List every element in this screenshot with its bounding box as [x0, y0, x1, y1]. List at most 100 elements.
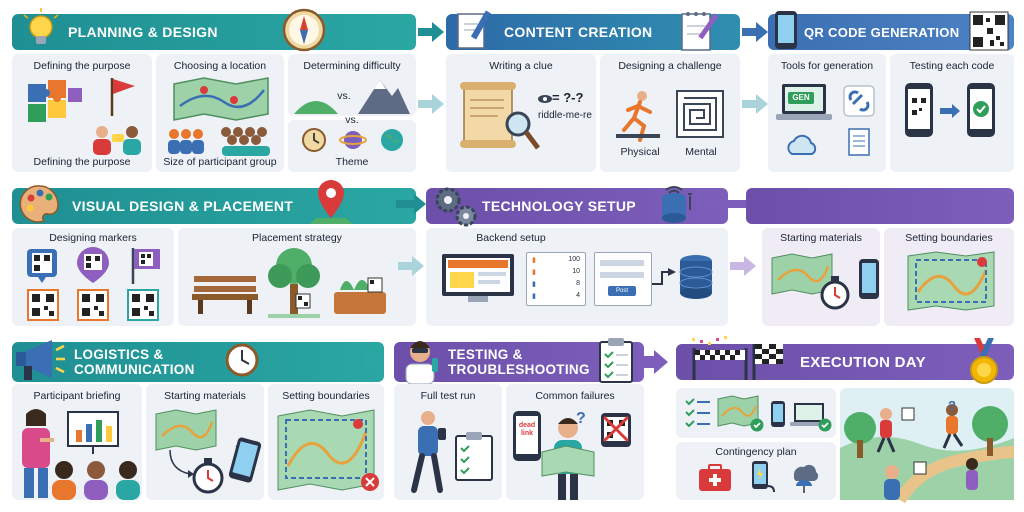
eye-icon [538, 95, 552, 103]
participant-group-icon [168, 127, 270, 156]
logistics-section: LOGISTICS & COMMUNICATION Participant br… [12, 338, 384, 500]
maze-icon [676, 90, 724, 138]
close-icon [361, 473, 379, 491]
compass-icon [282, 8, 326, 52]
starting-materials-label-2: Starting materials [780, 232, 862, 244]
execution-day-section: EXECUTION DAY Contingency plan ? [676, 336, 1015, 504]
form-field-1[interactable] [600, 260, 644, 266]
logistics-title-line2: COMMUNICATION [74, 362, 195, 377]
flag-icon [110, 78, 135, 116]
medal-icon [970, 338, 998, 384]
logistics-title-line1: LOGISTICS & [74, 347, 164, 362]
backend-setup-label: Backend setup [476, 232, 546, 244]
choosing-location-label: Choosing a location [173, 60, 267, 72]
tree-icon [268, 248, 320, 318]
broken-qr-icon [601, 413, 631, 447]
link-icon [843, 85, 875, 117]
phone-check-icon [967, 83, 995, 137]
notepad-icon [681, 12, 719, 51]
flow-arrow-icon [652, 268, 676, 285]
clipboard-check-icon [455, 432, 493, 481]
stats-row-2: ▮10 [532, 268, 580, 276]
rain-umbrella-icon [793, 464, 819, 493]
content-creation-section: CONTENT CREATION Writing a clue = ?-? ri… [446, 10, 740, 172]
stats-value-3: 8 [576, 280, 580, 287]
planet-icon [339, 131, 367, 149]
setting-boundaries-label: Setting boundaries [282, 390, 370, 402]
setting-boundaries-label-2: Setting boundaries [905, 232, 993, 244]
participant-group-label: Size of participant group [163, 156, 277, 168]
marker-pin-qr-1 [27, 249, 57, 283]
planning-design-section: PLANNING & DESIGN Defining the purpose D… [12, 8, 416, 172]
cloud-icon [787, 134, 817, 155]
marker-flag-qr [131, 248, 160, 284]
arrow-tech-back [704, 194, 748, 214]
arrow-visual-to-tech [396, 194, 426, 214]
mountain-icon [358, 80, 410, 114]
placement-strategy-label: Placement strategy [252, 232, 342, 244]
arrow-tech-to-start [730, 256, 756, 276]
starting-boundaries-section: Starting materials Setting boundaries [746, 182, 1014, 326]
qr-tag-2 [77, 289, 109, 321]
determining-difficulty-label: Determining difficulty [303, 60, 401, 72]
theme-label: Theme [335, 156, 369, 168]
map-icon-2 [155, 409, 217, 451]
bench-icon [192, 276, 258, 314]
stats-row-1: ▮100 [532, 256, 580, 264]
briefing-label: Participant briefing [33, 390, 121, 402]
qr-tools-label: Tools for generation [780, 60, 874, 72]
stopwatch-icon-2 [192, 458, 224, 494]
execution-checklist-icon [685, 398, 710, 428]
dead-link-phone-icon [513, 411, 541, 461]
checklist-icon [599, 338, 633, 383]
qr-on-tree-icon [295, 293, 311, 309]
puzzle-icon [28, 80, 82, 122]
marker-pin-qr-2 [77, 247, 109, 283]
physical-label: Physical [620, 146, 660, 158]
stats-value-2: 10 [572, 268, 580, 275]
question-mark-1: ? [576, 410, 586, 427]
phone-scan-icon [905, 83, 933, 137]
qr-tag-1 [27, 289, 59, 321]
megaphone-icon [16, 340, 65, 380]
execution-day-header: EXECUTION DAY [676, 344, 1014, 380]
phone-icon [775, 11, 797, 49]
stats-value-4: 4 [576, 292, 580, 299]
form-field-2[interactable] [600, 272, 644, 278]
visual-design-title: VISUAL DESIGN & PLACEMENT [72, 198, 294, 214]
walking-person-icon [411, 411, 446, 493]
riddle-symbols: = ?-? [552, 90, 584, 105]
database-icon [679, 255, 713, 299]
starting-materials-label: Starting materials [164, 390, 246, 402]
riddle-text: riddle-me-re [538, 110, 592, 121]
globe-icon [381, 129, 403, 151]
scientist-icon [405, 341, 438, 385]
hill-icon [294, 101, 338, 114]
map-boundary-icon [907, 251, 995, 311]
document-icon [848, 128, 870, 156]
content-creation-title: CONTENT CREATION [504, 24, 653, 40]
qr-testing-label: Testing each code [909, 60, 995, 72]
first-aid-icon [699, 464, 731, 491]
form-submit-button[interactable]: Post [608, 286, 636, 296]
runner-icon [616, 91, 660, 142]
stats-row-4: ▮4 [532, 292, 580, 300]
arrow-right-icon [940, 104, 960, 118]
arrow-planning-to-content [418, 22, 444, 42]
gen-button[interactable]: GEN [788, 92, 814, 104]
start-flags-icon [692, 336, 783, 380]
stats-value-1: 100 [568, 256, 580, 263]
designing-markers-label: Designing markers [49, 232, 137, 244]
check-badge-icon [750, 418, 764, 432]
scroll-icon [460, 82, 516, 148]
location-pin-icon [310, 180, 352, 224]
mental-label: Mental [685, 146, 717, 158]
technology-setup-section: TECHNOLOGY SETUP Backend setup ▮100 ▮10 … [426, 182, 728, 326]
designing-challenge-label: Designing a challenge [618, 60, 722, 72]
technology-setup-title: TECHNOLOGY SETUP [482, 198, 636, 214]
presenter-icon [22, 409, 54, 498]
defining-purpose-label: Defining the purpose [33, 60, 131, 72]
testing-title-line2: TROUBLESHOOTING [448, 362, 590, 377]
lightbulb-icon [23, 8, 59, 44]
phone-icon-2 [228, 437, 262, 483]
